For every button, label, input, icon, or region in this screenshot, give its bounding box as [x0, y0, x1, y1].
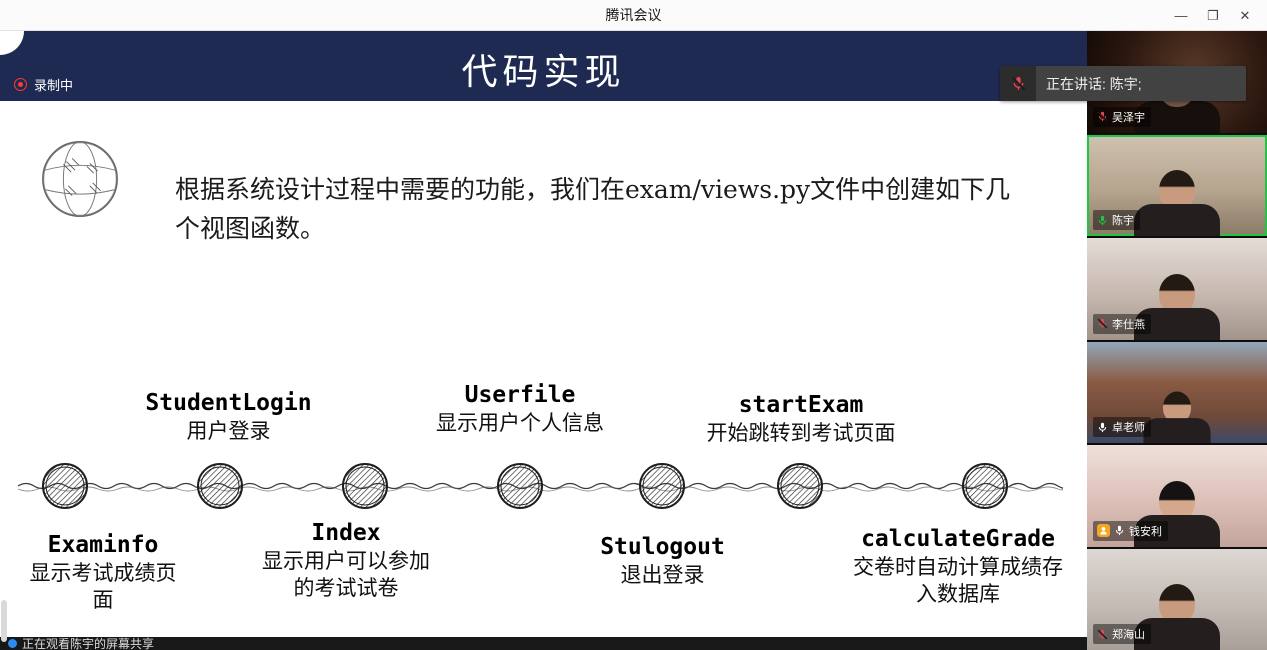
slide-paragraph: 根据系统设计过程中需要的功能，我们在exam/views.py文件中创建如下几个… [175, 175, 1011, 243]
function-desc: 显示用户可以参加的考试试卷 [262, 548, 430, 601]
mic-icon [1098, 215, 1107, 225]
function-desc: 显示用户个人信息 [436, 410, 604, 435]
recording-dot-icon [14, 78, 27, 91]
participant-name: 陈宇 [1112, 215, 1134, 227]
globe-sketch-icon [42, 141, 118, 217]
timeline-label-studentlogin: StudentLogin 用户登录 [136, 389, 321, 445]
timeline-label-startexam: startExam 开始跳转到考试页面 [683, 391, 919, 447]
window-titlebar: 腾讯会议 — ❐ ✕ [0, 0, 1267, 31]
minimize-icon[interactable]: — [1174, 8, 1188, 23]
function-name: Examinfo [47, 532, 159, 558]
timeline-label-userfile: Userfile 显示用户个人信息 [405, 381, 635, 437]
function-desc: 用户登录 [186, 418, 271, 443]
slide-title: 代码实现 [461, 52, 626, 93]
participant-nameplate: 李仕燕 [1093, 313, 1151, 334]
participant-nameplate: 卓老师 [1093, 417, 1151, 437]
participant-tile[interactable]: 郑海山 [1087, 548, 1267, 650]
timeline-label-index: Index 显示用户可以参加的考试试卷 [258, 519, 434, 603]
participants-sidebar: 吴泽宇 陈宇 李仕燕 卓老师 [1087, 31, 1267, 650]
function-desc: 退出登录 [620, 562, 705, 587]
mic-muted-icon [1011, 76, 1025, 91]
participant-silhouette [1087, 471, 1267, 547]
function-desc: 交卷时自动计算成绩存入数据库 [853, 554, 1063, 607]
timeline-label-stulogout: Stulogout 退出登录 [580, 533, 745, 589]
function-name: calculateGrade [861, 526, 1055, 552]
slide-header: 代码实现 录制中 [0, 31, 1087, 101]
timeline-label-calculategrade: calculateGrade 交卷时自动计算成绩存入数据库 [849, 525, 1067, 609]
slide-body: 根据系统设计过程中需要的功能，我们在exam/views.py文件中创建如下几个… [0, 101, 1087, 637]
window-title: 腾讯会议 [605, 7, 662, 23]
participant-tile[interactable]: 钱安利 [1087, 445, 1267, 547]
participant-nameplate: 郑海山 [1093, 624, 1151, 644]
member-badge-icon [1097, 524, 1110, 537]
function-name: Userfile [464, 382, 576, 408]
close-icon[interactable]: ✕ [1239, 7, 1251, 23]
participant-tile[interactable]: 卓老师 [1087, 341, 1267, 443]
function-desc: 显示考试成绩页面 [29, 560, 177, 613]
participant-silhouette [1107, 384, 1247, 443]
timeline-node-icons [42, 463, 1008, 509]
participant-name: 钱安利 [1129, 525, 1162, 538]
timeline-sketch [18, 463, 1063, 509]
participant-name: 李仕燕 [1112, 318, 1145, 331]
participant-tile[interactable]: 李仕燕 [1087, 238, 1267, 340]
participant-nameplate: 陈宇 [1093, 210, 1140, 230]
banner-mic-box[interactable] [1000, 66, 1036, 101]
maximize-icon[interactable]: ❐ [1207, 7, 1219, 23]
participant-name: 郑海山 [1112, 629, 1145, 641]
function-name: Index [311, 520, 381, 546]
participant-nameplate: 钱安利 [1093, 520, 1168, 541]
share-status-text: 正在观看陈宇的屏幕共享 [22, 637, 155, 650]
participant-silhouette [1087, 161, 1267, 236]
participant-tile[interactable]: 陈宇 [1087, 134, 1267, 236]
function-name: startExam [738, 392, 864, 418]
speaking-banner-text: 正在讲话: 陈宇; [1036, 66, 1246, 101]
participant-silhouette [1087, 575, 1267, 650]
timeline-label-examinfo: Examinfo 显示考试成绩页面 [28, 531, 178, 615]
shared-screen-area: 代码实现 录制中 根据系统设计过程中需要的功能 [0, 31, 1087, 650]
presentation-slide: 代码实现 录制中 根据系统设计过程中需要的功能 [0, 31, 1087, 637]
mic-icon [1097, 629, 1108, 639]
speaking-banner: 正在讲话: 陈宇; [1000, 66, 1246, 101]
participant-name: 吴泽宇 [1112, 111, 1145, 124]
mic-icon [1098, 422, 1107, 432]
share-status-icon [8, 639, 17, 648]
recording-label: 录制中 [34, 78, 74, 93]
function-name: Stulogout [600, 534, 725, 560]
mic-icon [1115, 525, 1124, 536]
function-desc: 开始跳转到考试页面 [706, 420, 896, 445]
function-name: StudentLogin [145, 390, 312, 416]
window-controls: — ❐ ✕ [1165, 0, 1261, 31]
scrollbar-thumb[interactable] [1, 600, 7, 642]
mic-icon [1097, 318, 1108, 329]
mic-icon [1097, 111, 1108, 122]
recording-indicator: 录制中 [14, 75, 73, 94]
share-status-bar: 正在观看陈宇的屏幕共享 [0, 637, 1087, 650]
participant-silhouette [1087, 264, 1267, 340]
participant-nameplate: 吴泽宇 [1093, 106, 1151, 127]
participant-name: 卓老师 [1112, 422, 1145, 434]
